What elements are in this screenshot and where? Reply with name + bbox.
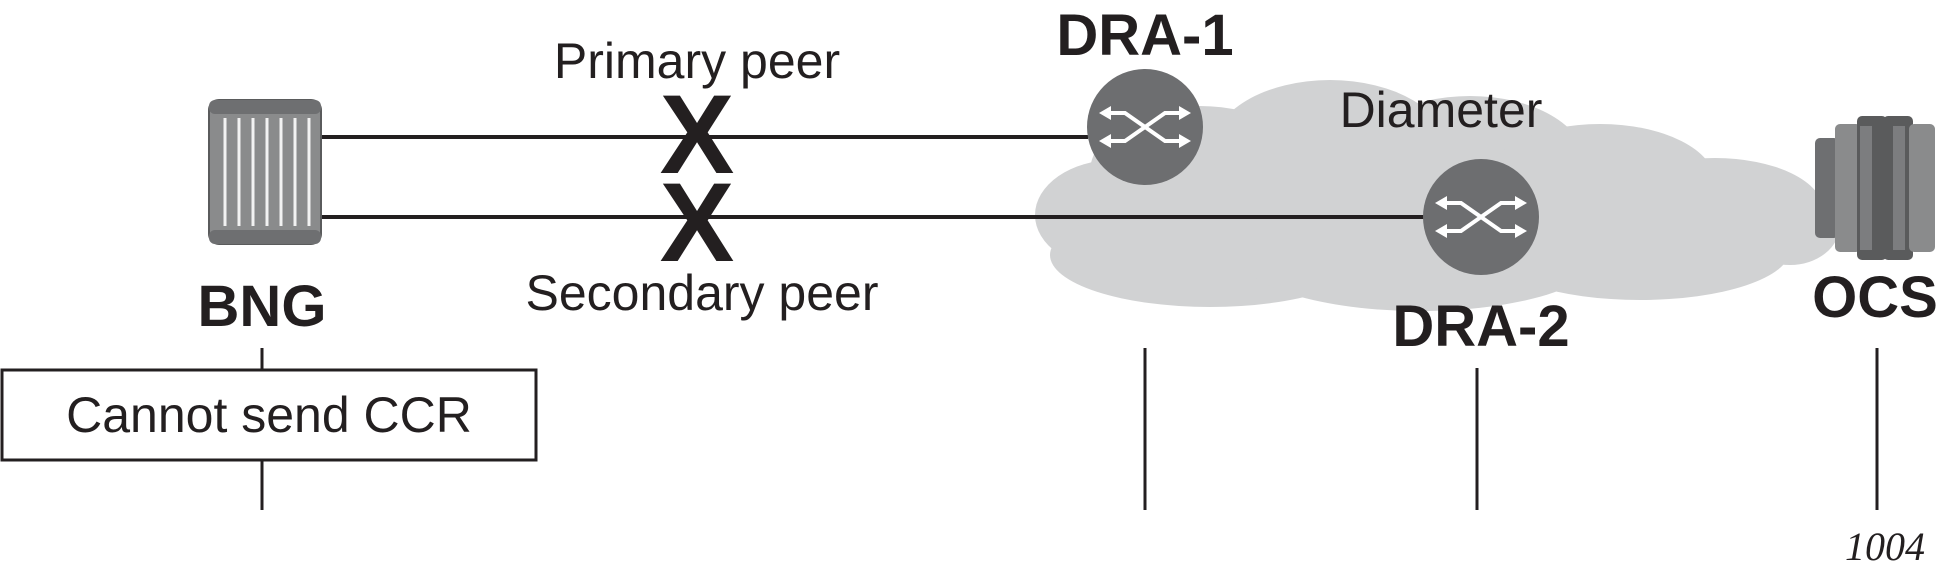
dra1-switch-icon xyxy=(1087,69,1203,185)
diameter-label: Diameter xyxy=(1340,82,1543,138)
primary-peer-failure-x-icon: X xyxy=(660,72,735,197)
lifelines xyxy=(260,348,1879,510)
figure-number: 1004 xyxy=(1845,524,1925,569)
status-box-text: Cannot send CCR xyxy=(66,387,472,443)
dra2-label: DRA-2 xyxy=(1392,294,1569,359)
bng-router-icon xyxy=(208,99,322,245)
dra2-switch-icon xyxy=(1423,159,1539,275)
bng-label: BNG xyxy=(198,274,327,339)
secondary-peer-label: Secondary peer xyxy=(525,265,878,321)
primary-peer-label: Primary peer xyxy=(554,33,840,89)
status-box: Cannot send CCR xyxy=(0,368,538,462)
ocs-server-icon xyxy=(1815,116,1935,260)
dra1-label: DRA-1 xyxy=(1056,3,1233,68)
ocs-label: OCS xyxy=(1812,265,1937,330)
secondary-peer-failure-x-icon: X xyxy=(660,160,735,285)
